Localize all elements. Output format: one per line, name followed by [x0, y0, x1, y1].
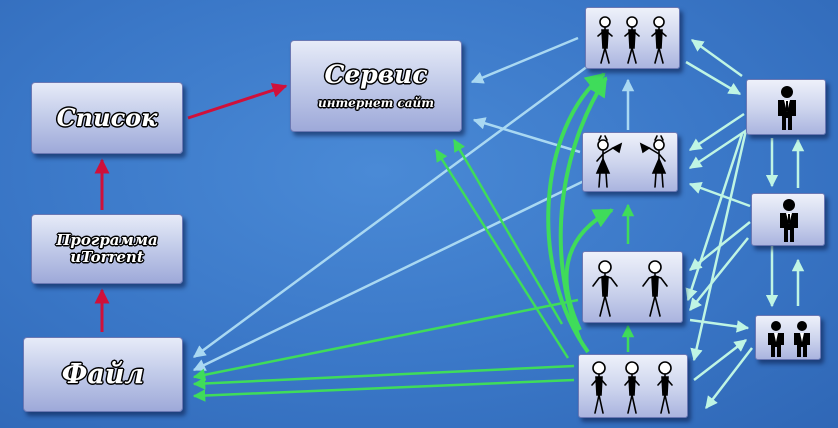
arrow-group4-to-file-b	[192, 378, 575, 402]
arrow-group1-to-file	[192, 64, 589, 359]
businessman-icon	[778, 86, 796, 130]
green-curved-arrows	[546, 72, 614, 354]
red-arrows	[94, 83, 288, 332]
arrow-boss1-to-group1	[690, 38, 743, 78]
service-node: Сервис интернет сайт	[290, 40, 462, 132]
arrow-boss2-to-group2	[688, 182, 751, 208]
people-group-3	[582, 251, 683, 323]
arrow-boss1-to-group4	[690, 129, 748, 362]
service-sublabel: интернет сайт	[318, 96, 434, 111]
mint-arrows	[685, 38, 805, 409]
arrow-boss3-to-group4	[705, 347, 753, 409]
two-people-icon	[592, 260, 668, 317]
people-group-1	[585, 7, 680, 69]
boss-1	[746, 79, 826, 135]
arrow-group3-to-service	[452, 138, 564, 325]
curve-group4-to-group2	[564, 208, 614, 331]
arrow-boss1-to-group2-b	[688, 126, 751, 170]
program-node: Программа uTorrent	[31, 214, 183, 284]
boss-2	[751, 193, 825, 246]
businessman-icon	[780, 199, 798, 242]
boss-3	[755, 315, 821, 360]
curve-group4-to-group1-a	[546, 72, 606, 354]
two-businessmen-icon	[768, 321, 810, 357]
green-arrows	[192, 138, 635, 402]
arrow-group2-to-service	[472, 117, 581, 154]
arrow-group3-to-file	[192, 298, 579, 381]
arrow-group1-to-service	[470, 36, 579, 84]
program-name-label: uTorrent	[70, 248, 144, 266]
file-label: Файл	[61, 358, 145, 390]
arrow-boss1-to-group3	[685, 133, 744, 302]
arrow-boss2-to-group3-b	[689, 237, 749, 311]
two-women-with-fans-icon	[595, 135, 667, 188]
arrow-group4-to-boss3	[693, 339, 747, 381]
arrow-list-to-service	[187, 83, 288, 120]
arrow-boss1-to-group2-a	[688, 112, 745, 152]
three-people-icon	[591, 361, 673, 414]
file-node: Файл	[23, 337, 183, 412]
list-node: Список	[31, 82, 183, 154]
service-label: Сервис	[324, 59, 428, 89]
people-group-4	[578, 354, 688, 418]
arrow-group2-to-file	[192, 178, 587, 372]
arrow-group4-to-service	[434, 148, 570, 359]
light-blue-arrows	[192, 36, 635, 372]
arrow-group3-to-boss3	[689, 318, 750, 333]
people-group-2	[582, 132, 678, 192]
arrow-group4-to-file-a	[192, 364, 575, 390]
three-people-icon	[597, 16, 667, 64]
list-label: Список	[56, 103, 158, 133]
arrow-group1-to-boss1	[685, 60, 742, 96]
program-label: Программа	[56, 230, 158, 249]
